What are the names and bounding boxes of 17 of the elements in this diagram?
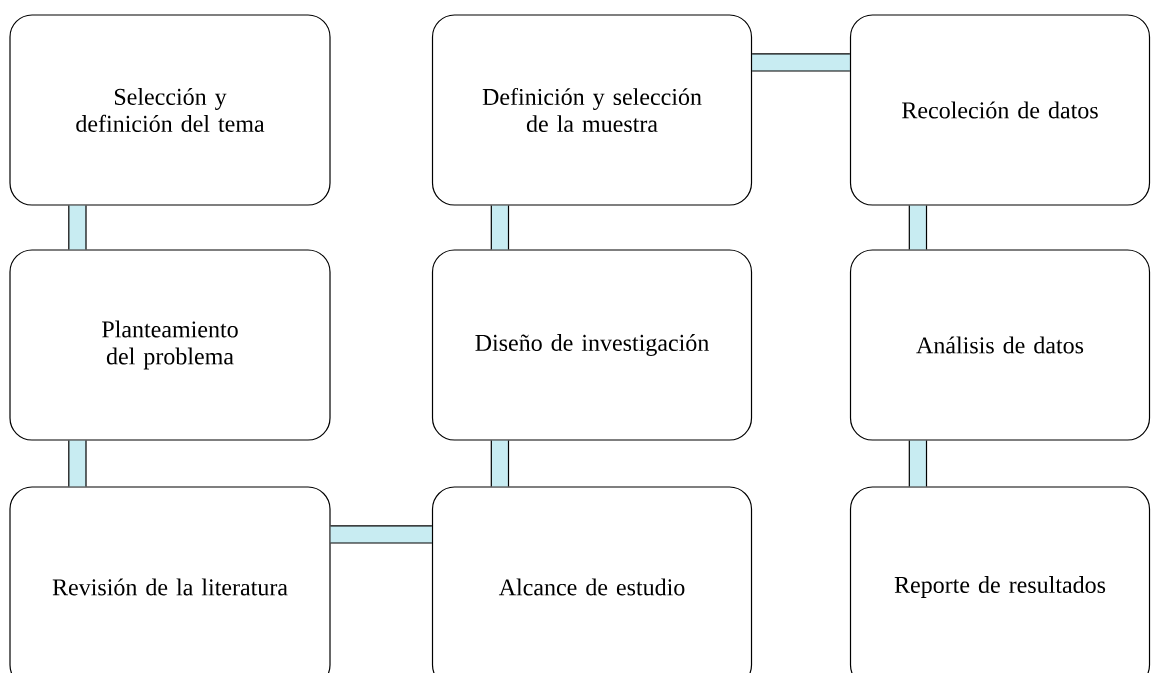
process-box: Análisis de datos (849, 249, 1151, 441)
connector-bar (68, 205, 87, 250)
connector-bar (330, 525, 432, 544)
process-box: Diseño de investigación (431, 249, 753, 441)
connector-bar (68, 440, 87, 487)
process-box: Alcance de estudio (431, 486, 753, 673)
connector-bar (490, 440, 510, 487)
process-box: Recoleción de datos (849, 14, 1151, 206)
process-box: Definición y selección de la muestra (431, 14, 753, 206)
process-box: Selección y definición del tema (9, 14, 331, 206)
connector-bar (490, 205, 510, 250)
connector-bar (908, 205, 928, 250)
connector-bar (752, 53, 850, 72)
process-box: Reporte de resultados (849, 486, 1151, 673)
connector-bar (908, 440, 928, 487)
process-box: Planteamiento del problema (9, 249, 331, 441)
process-box: Revisión de la literatura (9, 486, 331, 673)
